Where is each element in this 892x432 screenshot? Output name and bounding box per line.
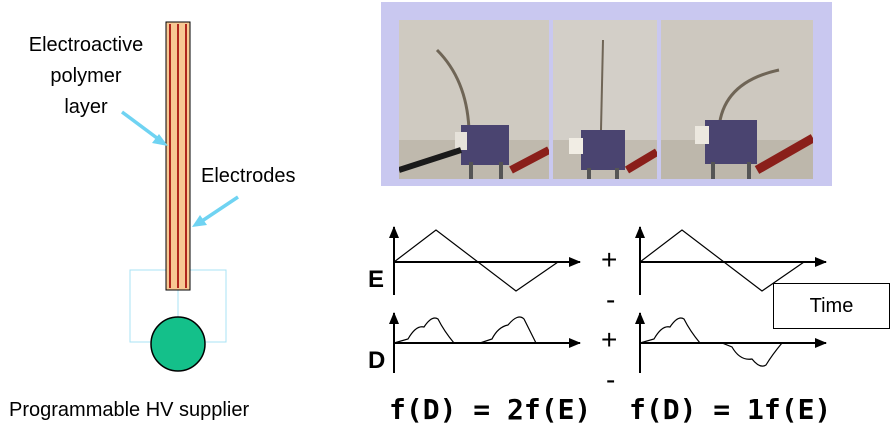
- formula-right: f(D) = 1f(E): [629, 393, 832, 426]
- photo-bent-left: [399, 20, 549, 179]
- e-axis-label: E: [368, 266, 385, 293]
- photo-straight: [553, 20, 657, 179]
- d-plot-left: [389, 312, 581, 373]
- polymer-label-line3: layer: [64, 96, 108, 118]
- polymer-arrow: [120, 110, 163, 143]
- polymer-arrowhead: [152, 134, 168, 146]
- formula-left: f(D) = 2f(E): [389, 393, 592, 426]
- electrodes-label: Electrodes: [201, 165, 296, 187]
- actuator-schematic: [120, 21, 239, 372]
- polymer-label-line2: polymer: [50, 65, 122, 87]
- hv-supplier-circle: [150, 316, 206, 372]
- e-plot-right: [635, 226, 827, 295]
- d-axis-label: D: [368, 347, 386, 374]
- supplier-label: Programmable HV supplier: [9, 399, 250, 421]
- minus-sign-top: -: [606, 284, 616, 315]
- e-plot-left: [389, 226, 581, 295]
- photo-bent-right: [661, 20, 813, 179]
- d-plot-right: [635, 312, 827, 373]
- photo-strip: [381, 2, 832, 186]
- electrodes-arrow: [198, 195, 239, 225]
- electrodes-arrowhead: [192, 215, 207, 227]
- minus-sign-bottom: -: [606, 364, 616, 395]
- plus-sign-top: +: [601, 244, 618, 275]
- waveform-plots: [389, 226, 827, 373]
- time-label-box: Time: [773, 283, 890, 329]
- time-label: Time: [809, 294, 854, 317]
- plus-sign-bottom: +: [601, 324, 618, 355]
- polymer-label-line1: Electroactive: [28, 34, 144, 56]
